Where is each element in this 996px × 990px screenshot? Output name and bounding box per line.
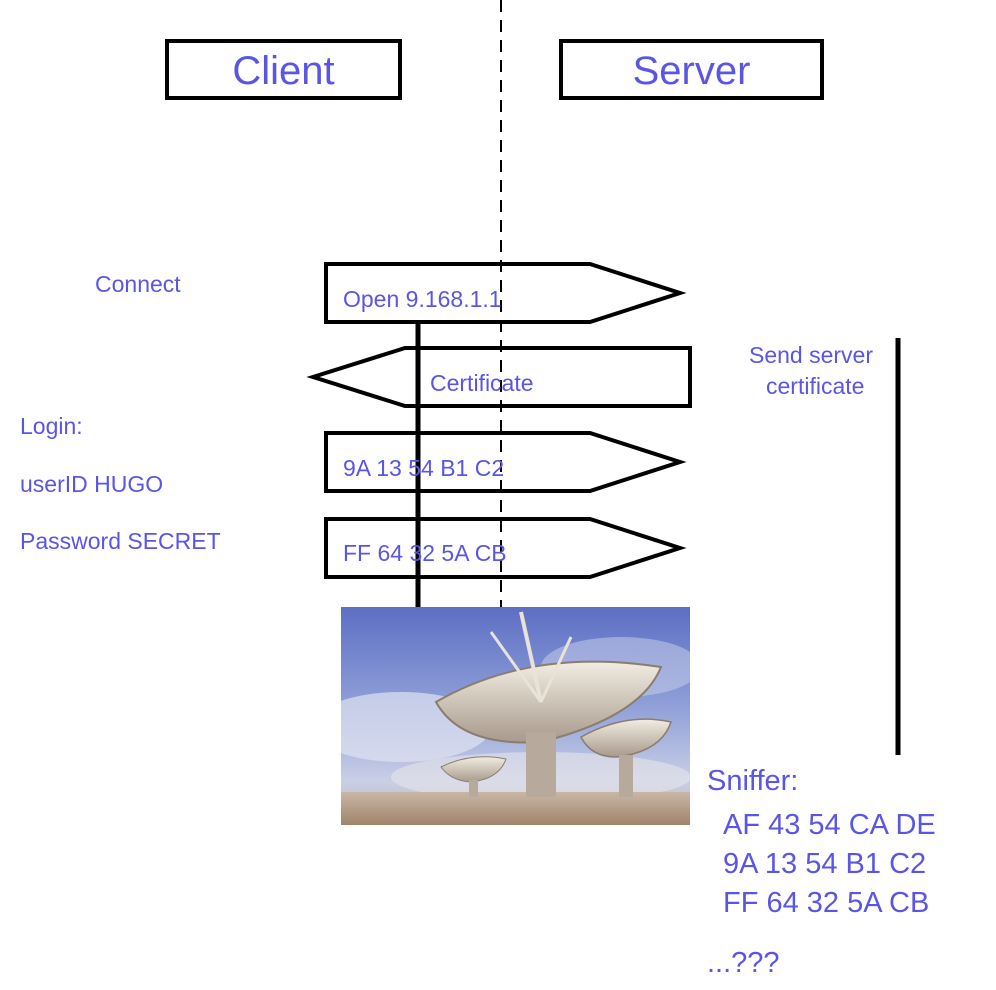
hash1-arrow: [324, 431, 687, 493]
message-certificate-label: Certificate: [430, 370, 534, 396]
send-certificate-note-line1: Send server: [749, 342, 874, 368]
sniffer-trailer: ...???: [707, 947, 780, 979]
login-note: Login:: [20, 413, 83, 439]
sniffer-line-3: FF 64 32 5A CB: [723, 887, 930, 919]
password-note: Password SECRET: [20, 528, 221, 554]
sniffer-line-1: AF 43 54 CA DE: [723, 809, 936, 841]
certificate-arrow: [306, 346, 692, 408]
userid-note: userID HUGO: [20, 471, 164, 497]
open-arrow: [324, 262, 687, 324]
message-hash1-label: 9A 13 54 B1 C2: [343, 455, 505, 481]
sniffer-title: Sniffer:: [707, 765, 799, 797]
server-label: Server: [632, 49, 751, 93]
radio-telescope-dish-picture: [341, 607, 690, 825]
sniffer-line-2: 9A 13 54 B1 C2: [723, 848, 927, 880]
server-box: Server: [559, 39, 824, 100]
send-certificate-note-line2: certificate: [766, 373, 865, 399]
client-label: Client: [232, 49, 335, 93]
hash2-arrow: [324, 517, 687, 579]
radio-telescope-image: [341, 607, 690, 825]
connect-note: Connect: [95, 271, 181, 297]
message-hash2-label: FF 64 32 5A CB: [343, 540, 507, 566]
message-open-label: Open 9.168.1.1: [343, 286, 502, 312]
client-box: Client: [165, 39, 402, 100]
